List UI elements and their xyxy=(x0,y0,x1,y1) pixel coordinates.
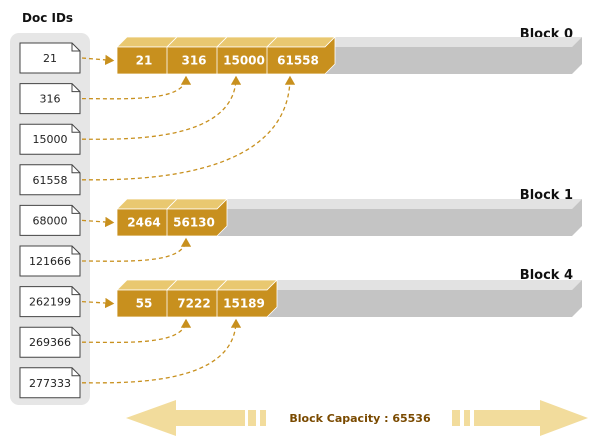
block-bar-top xyxy=(117,199,582,209)
doc-to-block-arrow xyxy=(81,75,192,100)
doc-to-block-arrow xyxy=(81,237,192,262)
doc-id-text: 121666 xyxy=(29,255,71,268)
doc-id-text: 262199 xyxy=(29,296,71,309)
doc-id-card: 15000 xyxy=(19,123,81,155)
block-cell-value: 2464 xyxy=(127,216,160,230)
doc-id-text: 21 xyxy=(43,52,57,65)
doc-to-block-arrow xyxy=(81,318,242,384)
doc-id-text: 277333 xyxy=(29,377,71,390)
doc-id-text: 269366 xyxy=(29,336,71,349)
block-cell: 316 xyxy=(166,36,228,75)
block-cell-value: 316 xyxy=(181,54,206,68)
doc-id-card: 316 xyxy=(19,83,81,115)
block-cell: 7222 xyxy=(166,279,228,318)
block-bar xyxy=(117,199,582,236)
doc-id-text: 316 xyxy=(40,93,61,106)
doc-id-text: 15000 xyxy=(33,133,68,146)
doc-id-card: 61558 xyxy=(19,164,81,196)
doc-id-card: 121666 xyxy=(19,245,81,277)
block-cell-value: 15189 xyxy=(223,297,265,311)
block-label: Block 4 xyxy=(520,268,573,283)
capacity-label: Block Capacity : 65536 xyxy=(289,412,431,425)
block-cell-value: 61558 xyxy=(277,54,319,68)
block-cell-value: 7222 xyxy=(177,297,210,311)
doc-id-text: 61558 xyxy=(33,174,68,187)
block-cell-value: 55 xyxy=(136,297,153,311)
doc-id-card: 269366 xyxy=(19,326,81,358)
doc-to-block-arrow xyxy=(81,75,296,181)
doc-to-block-arrow xyxy=(81,318,192,344)
doc-id-card: 68000 xyxy=(19,204,81,236)
doc-id-card: 262199 xyxy=(19,286,81,318)
doc-to-block-arrow xyxy=(81,54,115,66)
capacity-arrow xyxy=(126,400,588,436)
doc-to-block-arrow xyxy=(81,75,242,140)
doc-to-block-arrow xyxy=(81,216,115,228)
block-cell-value: 15000 xyxy=(223,54,265,68)
block-cell: 56130 xyxy=(166,198,228,237)
block-cell-value: 56130 xyxy=(173,216,215,230)
block-cell-value: 21 xyxy=(136,54,153,68)
block-cell: 61558 xyxy=(266,36,336,75)
doc-to-block-arrow xyxy=(81,297,115,309)
doc-id-card: 277333 xyxy=(19,367,81,399)
block-cell: 15189 xyxy=(216,279,278,318)
doc-id-card: 21 xyxy=(19,42,81,74)
block-cell: 2464 xyxy=(116,198,178,237)
doc-id-text: 68000 xyxy=(33,214,68,227)
doc-ids-title: Doc IDs xyxy=(22,11,73,25)
block-2: Block 4 55 7222 15189 xyxy=(116,268,582,318)
